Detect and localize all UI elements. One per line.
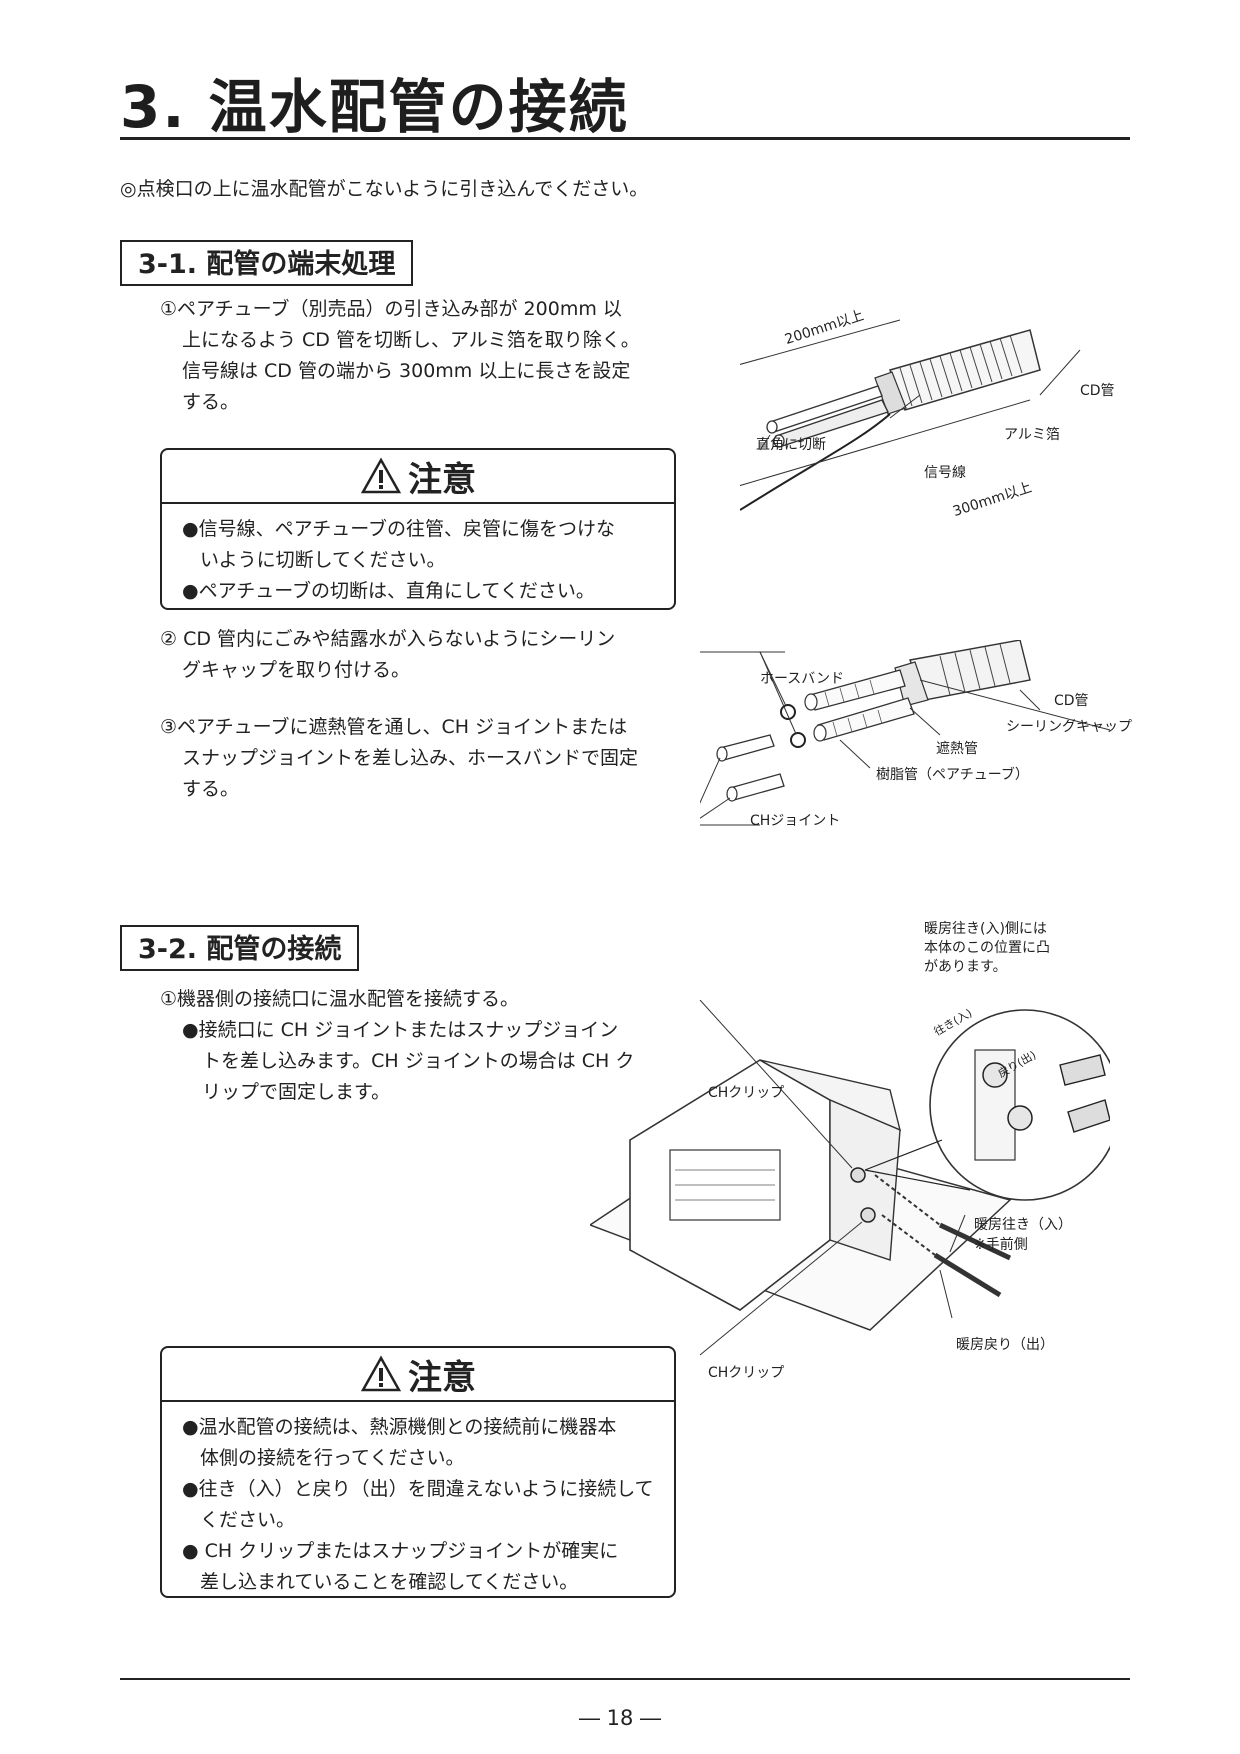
front-side-label: ※手前側 (974, 1237, 1028, 1253)
caution-box-1: 注意 ●信号線、ペアチューブの往管、戻管に傷をつけな いように切断してください。… (160, 448, 676, 610)
text-line: ② CD 管内にごみや結露水が入らないようにシーリン (160, 628, 616, 650)
section-3-1-heading: 3-1. 配管の端末処理 (120, 240, 414, 286)
section-3-1-step-3: ③ペアチューブに遮熱管を通し、CH ジョイントまたは スナップジョイントを差し込… (160, 712, 638, 805)
caution-item: ●信号線、ペアチューブの往管、戻管に傷をつけな (182, 518, 616, 540)
figure-unit-connection (590, 1000, 1110, 1356)
cd-pipe-label: CD管 (1080, 383, 1115, 399)
text-line: リップで固定します。 (202, 1081, 391, 1103)
section-3-1-step-1: ①ペアチューブ（別売品）の引き込み部が 200mm 以 上になるよう CD 管を… (160, 294, 640, 418)
caution-header: 注意 (162, 450, 674, 504)
warning-triangle-icon (360, 1355, 402, 1392)
text-line: ●接続口に CH ジョイントまたはスナップジョイン (182, 1019, 619, 1041)
cd-pipe-label-2: CD管 (1054, 693, 1089, 709)
text-line: する。 (182, 778, 240, 800)
caution-title: 注意 (408, 1357, 476, 1398)
aluminum-foil-label: アルミ箔 (1004, 427, 1060, 443)
note-line: 暖房往き(入)側には (924, 921, 1047, 937)
ch-clip-top-label: CHクリップ (708, 1085, 785, 1101)
intro-text: ◎点検口の上に温水配管がこないように引き込んでください。 (120, 178, 649, 200)
caution-item: ●往き（入）と戻り（出）を間違えないように接続して (182, 1478, 654, 1500)
heating-return-label: 暖房戻り（出） (956, 1337, 1054, 1353)
text-line: 信号線は CD 管の端から 300mm 以上に長さを設定 (182, 360, 631, 382)
page-number: ― 18 ― (578, 1706, 662, 1730)
text-line: ①機器側の接続口に温水配管を接続する。 (160, 988, 520, 1010)
warning-triangle-icon (360, 457, 402, 494)
heating-supply-label: 暖房往き（入） (974, 1217, 1072, 1233)
note-line: 本体のこの位置に凸 (924, 940, 1050, 956)
caution-body: ●信号線、ペアチューブの往管、戻管に傷をつけな いように切断してください。 ●ペ… (162, 504, 674, 607)
caution-header: 注意 (162, 1348, 674, 1402)
text-line: ③ペアチューブに遮熱管を通し、CH ジョイントまたは (160, 716, 628, 738)
ch-joint-label: CHジョイント (750, 813, 841, 829)
caution-title: 注意 (408, 459, 476, 500)
caution-item-cont: 体側の接続を行ってください。 (200, 1447, 465, 1469)
text-line: ①ペアチューブ（別売品）の引き込み部が 200mm 以 (160, 298, 622, 320)
text-line: する。 (182, 391, 240, 413)
signal-wire-label: 信号線 (924, 465, 966, 481)
text-line: 上になるよう CD 管を切断し、アルミ箔を取り除く。 (182, 329, 640, 351)
footer-rule (120, 1678, 1130, 1680)
section-3-2-step-1: ①機器側の接続口に温水配管を接続する。 ●接続口に CH ジョイントまたはスナッ… (160, 984, 634, 1108)
resin-pipe-label: 樹脂管（ペアチューブ） (876, 767, 1029, 783)
dim-line-300 (740, 399, 1031, 487)
sealing-cap-label: シーリングキャップ (1006, 719, 1132, 735)
text-line: グキャップを取り付ける。 (182, 659, 411, 681)
section-3-1-step-2: ② CD 管内にごみや結露水が入らないようにシーリン グキャップを取り付ける。 (160, 624, 615, 686)
caution-item-cont: いように切断してください。 (200, 549, 446, 571)
figure-cd-pipe-cutting (740, 319, 1081, 511)
inlet-note: 暖房往き(入)側には 本体のこの位置に凸 があります。 (924, 920, 1050, 977)
caution-box-2: 注意 ●温水配管の接続は、熱源機側との接続前に機器本 体側の接続を行ってください… (160, 1346, 676, 1598)
caution-item-cont: ください。 (200, 1509, 296, 1531)
text-line: トを差し込みます。CH ジョイントの場合は CH ク (202, 1050, 635, 1072)
hose-band-label: ホースバンド (760, 671, 844, 687)
text-line: スナップジョイントを差し込み、ホースバンドで固定 (182, 747, 639, 769)
caution-item: ● CH クリップまたはスナップジョイントが確実に (182, 1540, 619, 1562)
dim-line-200 (740, 319, 901, 365)
page-title: 3. 温水配管の接続 (120, 73, 629, 141)
caution-item: ●ペアチューブの切断は、直角にしてください。 (182, 580, 595, 602)
cut-square-label: 直角に切断 (756, 437, 826, 453)
title-rule (120, 137, 1130, 140)
ch-clip-bottom-label: CHクリップ (708, 1365, 785, 1381)
note-line: があります。 (924, 959, 1007, 975)
section-3-2-heading: 3-2. 配管の接続 (120, 925, 360, 971)
caution-item: ●温水配管の接続は、熱源機側との接続前に機器本 (182, 1416, 617, 1438)
heat-shield-label: 遮熱管 (936, 741, 978, 757)
caution-item-cont: 差し込まれていることを確認してください。 (200, 1571, 579, 1593)
figure-joint-assembly (700, 640, 1111, 826)
caution-body: ●温水配管の接続は、熱源機側との接続前に機器本 体側の接続を行ってください。 ●… (162, 1402, 674, 1598)
cd-pipe-drawing (740, 329, 1041, 511)
